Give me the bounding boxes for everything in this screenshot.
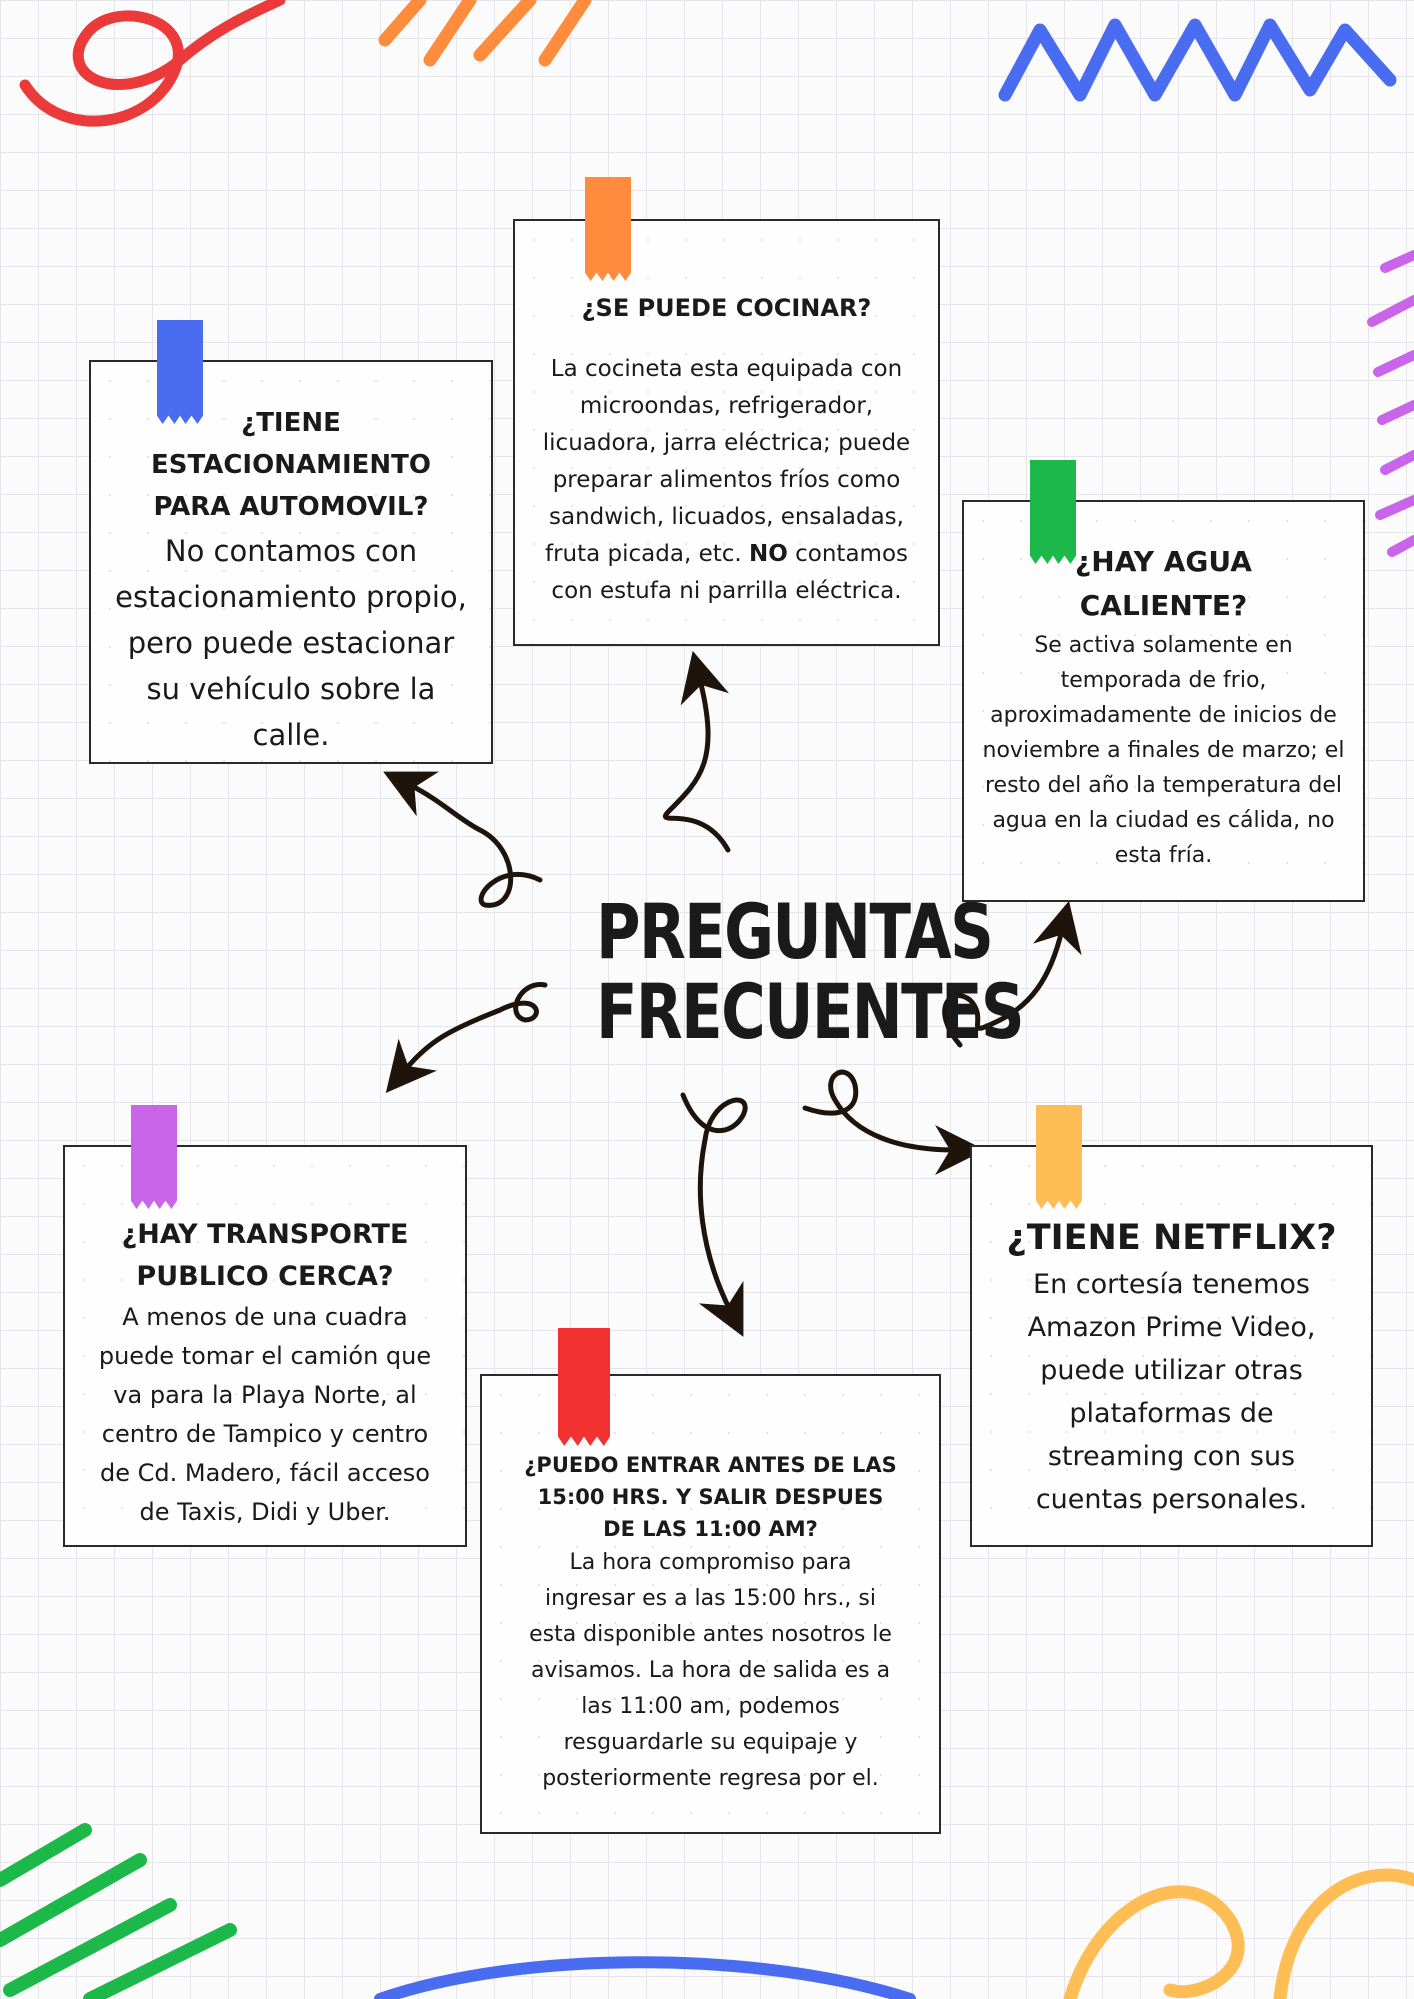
- tape-yellow: [1036, 1105, 1082, 1209]
- arrow-to-transport: [385, 982, 548, 1094]
- tape-blue: [157, 320, 203, 424]
- faq-card-hot-water: ¿HAY AGUA CALIENTE? Se activa solamente …: [962, 460, 1365, 902]
- faq-answer-cooking-emphasis: NO: [749, 541, 788, 567]
- faq-answer-checkin: La hora compromiso para ingresar es a la…: [529, 1550, 892, 1791]
- faq-answer-cooking-part2: contamos con estufa ni parrilla eléctric…: [551, 541, 909, 604]
- arrow-to-cooking: [662, 650, 731, 853]
- faq-answer-netflix: En cortesía tenemos Amazon Prime Video, …: [1027, 1269, 1316, 1515]
- title-line-2: FRECUENTES: [596, 967, 1025, 1056]
- tape-red: [558, 1328, 610, 1446]
- faq-question-parking: ¿TIENE ESTACIONAMIENTO PARA AUTOMOVIL?: [151, 408, 431, 522]
- faq-card-transport: ¿HAY TRANSPORTE PUBLICO CERCA? A menos d…: [63, 1105, 467, 1547]
- faq-answer-cooking: La cocineta esta equipada con microondas…: [529, 351, 924, 610]
- faq-question-hot-water: ¿HAY AGUA CALIENTE?: [1075, 545, 1252, 622]
- arrow-to-netflix: [802, 1069, 985, 1175]
- faq-question-cooking: ¿SE PUEDE COCINAR?: [581, 294, 872, 322]
- page-title: PREGUNTAS FRECUENTES: [596, 887, 1025, 1056]
- faq-answer-parking: No contamos con estacionamiento propio, …: [115, 534, 467, 752]
- faq-question-transport: ¿HAY TRANSPORTE PUBLICO CERCA?: [121, 1219, 409, 1292]
- faq-card-cooking: ¿SE PUEDE COCINAR? La cocineta esta equi…: [513, 177, 940, 646]
- tape-purple: [131, 1105, 177, 1209]
- tape-orange: [585, 177, 631, 281]
- faq-card-netflix: ¿TIENE NETFLIX? En cortesía tenemos Amaz…: [970, 1105, 1373, 1547]
- faq-answer-cooking-part1: La cocineta esta equipada con microondas…: [542, 356, 911, 567]
- arrow-to-parking: [383, 771, 543, 908]
- faq-question-checkin: ¿PUEDO ENTRAR ANTES DE LAS 15:00 HRS. Y …: [524, 1453, 897, 1541]
- faq-answer-hot-water: Se activa solamente en temporada de frio…: [982, 633, 1345, 868]
- faq-answer-transport: A menos de una cuadra puede tomar el cam…: [98, 1303, 432, 1526]
- title-line-1: PREGUNTAS: [596, 887, 994, 976]
- faq-card-checkin: ¿PUEDO ENTRAR ANTES DE LAS 15:00 HRS. Y …: [480, 1328, 941, 1834]
- arrow-to-checkin: [680, 1092, 748, 1337]
- tape-green: [1030, 460, 1076, 564]
- faq-card-parking: ¿TIENE ESTACIONAMIENTO PARA AUTOMOVIL? N…: [89, 320, 493, 764]
- faq-question-netflix: ¿TIENE NETFLIX?: [1006, 1218, 1337, 1258]
